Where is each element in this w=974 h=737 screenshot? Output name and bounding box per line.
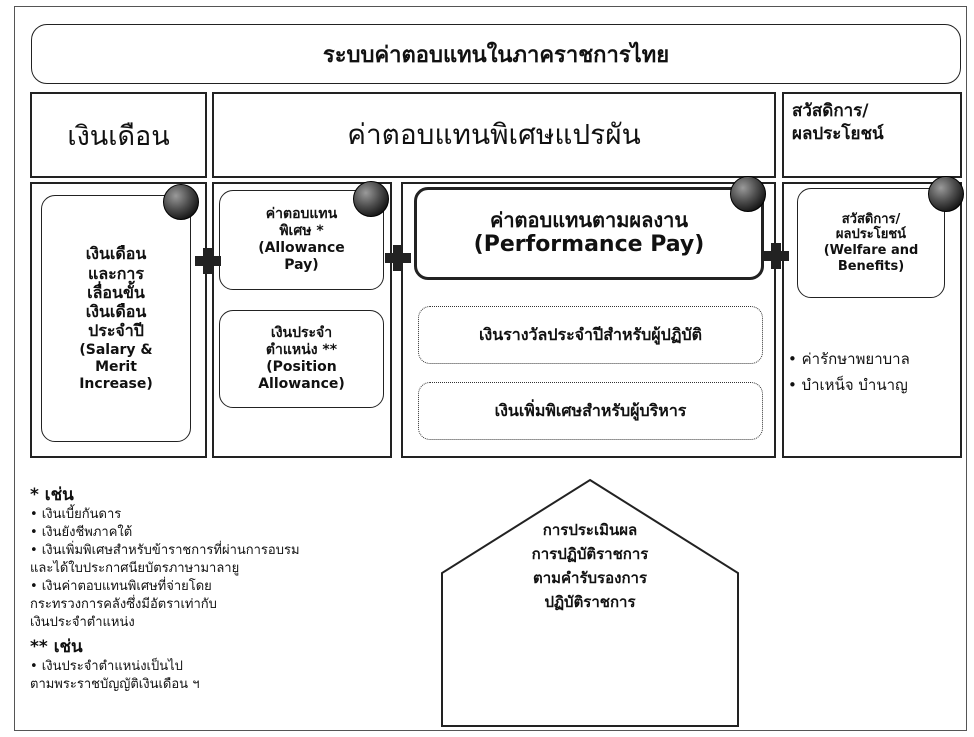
header-welfare: สวัสดิการ/ ผลประโยชน์: [782, 92, 962, 178]
welfare-items: • ค่ารักษาพยาบาล • บำเหน็จ บำนาญ: [788, 346, 960, 398]
bullet-circle-icon: [730, 176, 766, 212]
performance-pay-box: ค่าตอบแทนตามผลงาน (Performance Pay): [414, 187, 764, 280]
plus-icon: [385, 245, 411, 271]
header-variable-pay: ค่าตอบแทนพิเศษแปรผัน: [212, 92, 776, 178]
plus-icon: [763, 243, 789, 269]
notes: * เช่น • เงินเบี้ยกันดาร • เงินยังชีพภาค…: [30, 484, 430, 694]
bullet-circle-icon: [163, 184, 199, 220]
note-star1-list: • เงินเบี้ยกันดาร • เงินยังชีพภาคใต้ • เ…: [30, 507, 300, 630]
position-allowance-box: เงินประจำ ตำแหน่ง ** (Position Allowance…: [219, 310, 384, 408]
note-star1-heading: * เช่น: [30, 485, 74, 505]
note-star2-list: • เงินประจำตำแหน่งเป็นไป ตามพระราชบัญญัต…: [30, 659, 200, 692]
annual-reward-box: เงินรางวัลประจำปีสำหรับผู้ปฏิบัติ: [418, 306, 763, 364]
diagram-title: ระบบค่าตอบแทนในภาคราชการไทย: [31, 24, 961, 84]
evaluation-text: การประเมินผล การปฏิบัติราชการ ตามคำรับรอ…: [531, 521, 649, 611]
diagram-frame: [14, 6, 967, 731]
welfare-box: สวัสดิการ/ ผลประโยชน์ (Welfare and Benef…: [797, 188, 945, 298]
plus-icon: [195, 248, 221, 274]
welfare-item: • ค่ารักษาพยาบาล: [788, 350, 910, 368]
bullet-circle-icon: [928, 176, 964, 212]
column-salary: [30, 182, 207, 458]
welfare-item: • บำเหน็จ บำนาญ: [788, 376, 908, 394]
evaluation-pentagon: [441, 478, 739, 727]
column-allowance: [212, 182, 392, 458]
header-salary: เงินเดือน: [30, 92, 207, 178]
column-welfare: [782, 182, 962, 458]
bullet-circle-icon: [353, 181, 389, 217]
executive-bonus-box: เงินเพิ่มพิเศษสำหรับผู้บริหาร: [418, 382, 763, 440]
note-star2-heading: ** เช่น: [30, 637, 83, 657]
diagram-title-text: ระบบค่าตอบแทนในภาคราชการไทย: [322, 42, 670, 68]
column-performance: [401, 182, 776, 458]
salary-box: เงินเดือน และการ เลื่อนขั้น เงินเดือน ปร…: [41, 195, 191, 442]
